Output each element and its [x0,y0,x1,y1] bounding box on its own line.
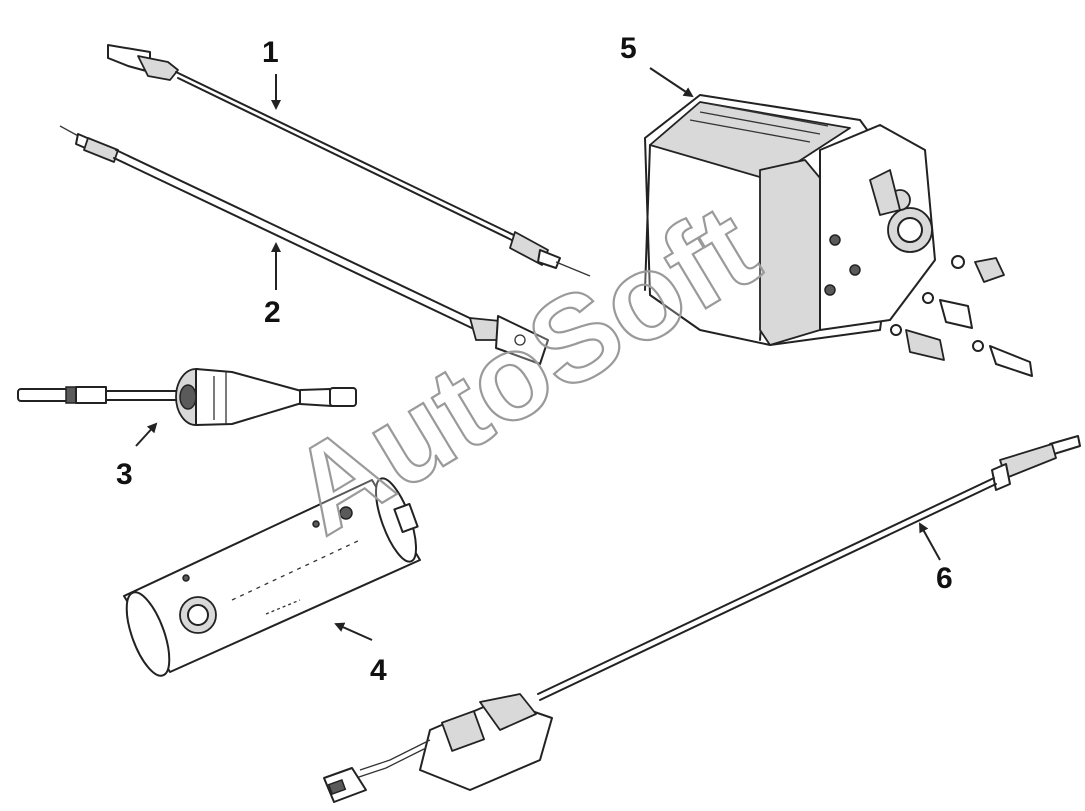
callout-label-2: 2 [264,296,281,329]
part-3-nozzle [17,368,357,426]
callout-label-4: 4 [370,654,387,687]
callout-arrows [135,67,941,641]
part-2-cable [59,125,549,365]
callout-label-5: 5 [620,32,637,65]
part-1-cable [107,44,591,277]
watermark: AutoSoft [268,178,779,560]
callout-label-3: 3 [116,458,133,491]
part-4-tube [123,477,421,677]
part-6-sensor [323,435,1081,803]
callout-label-1: 1 [262,36,279,69]
part-5-block [644,94,1033,377]
callout-label-6: 6 [936,562,953,595]
